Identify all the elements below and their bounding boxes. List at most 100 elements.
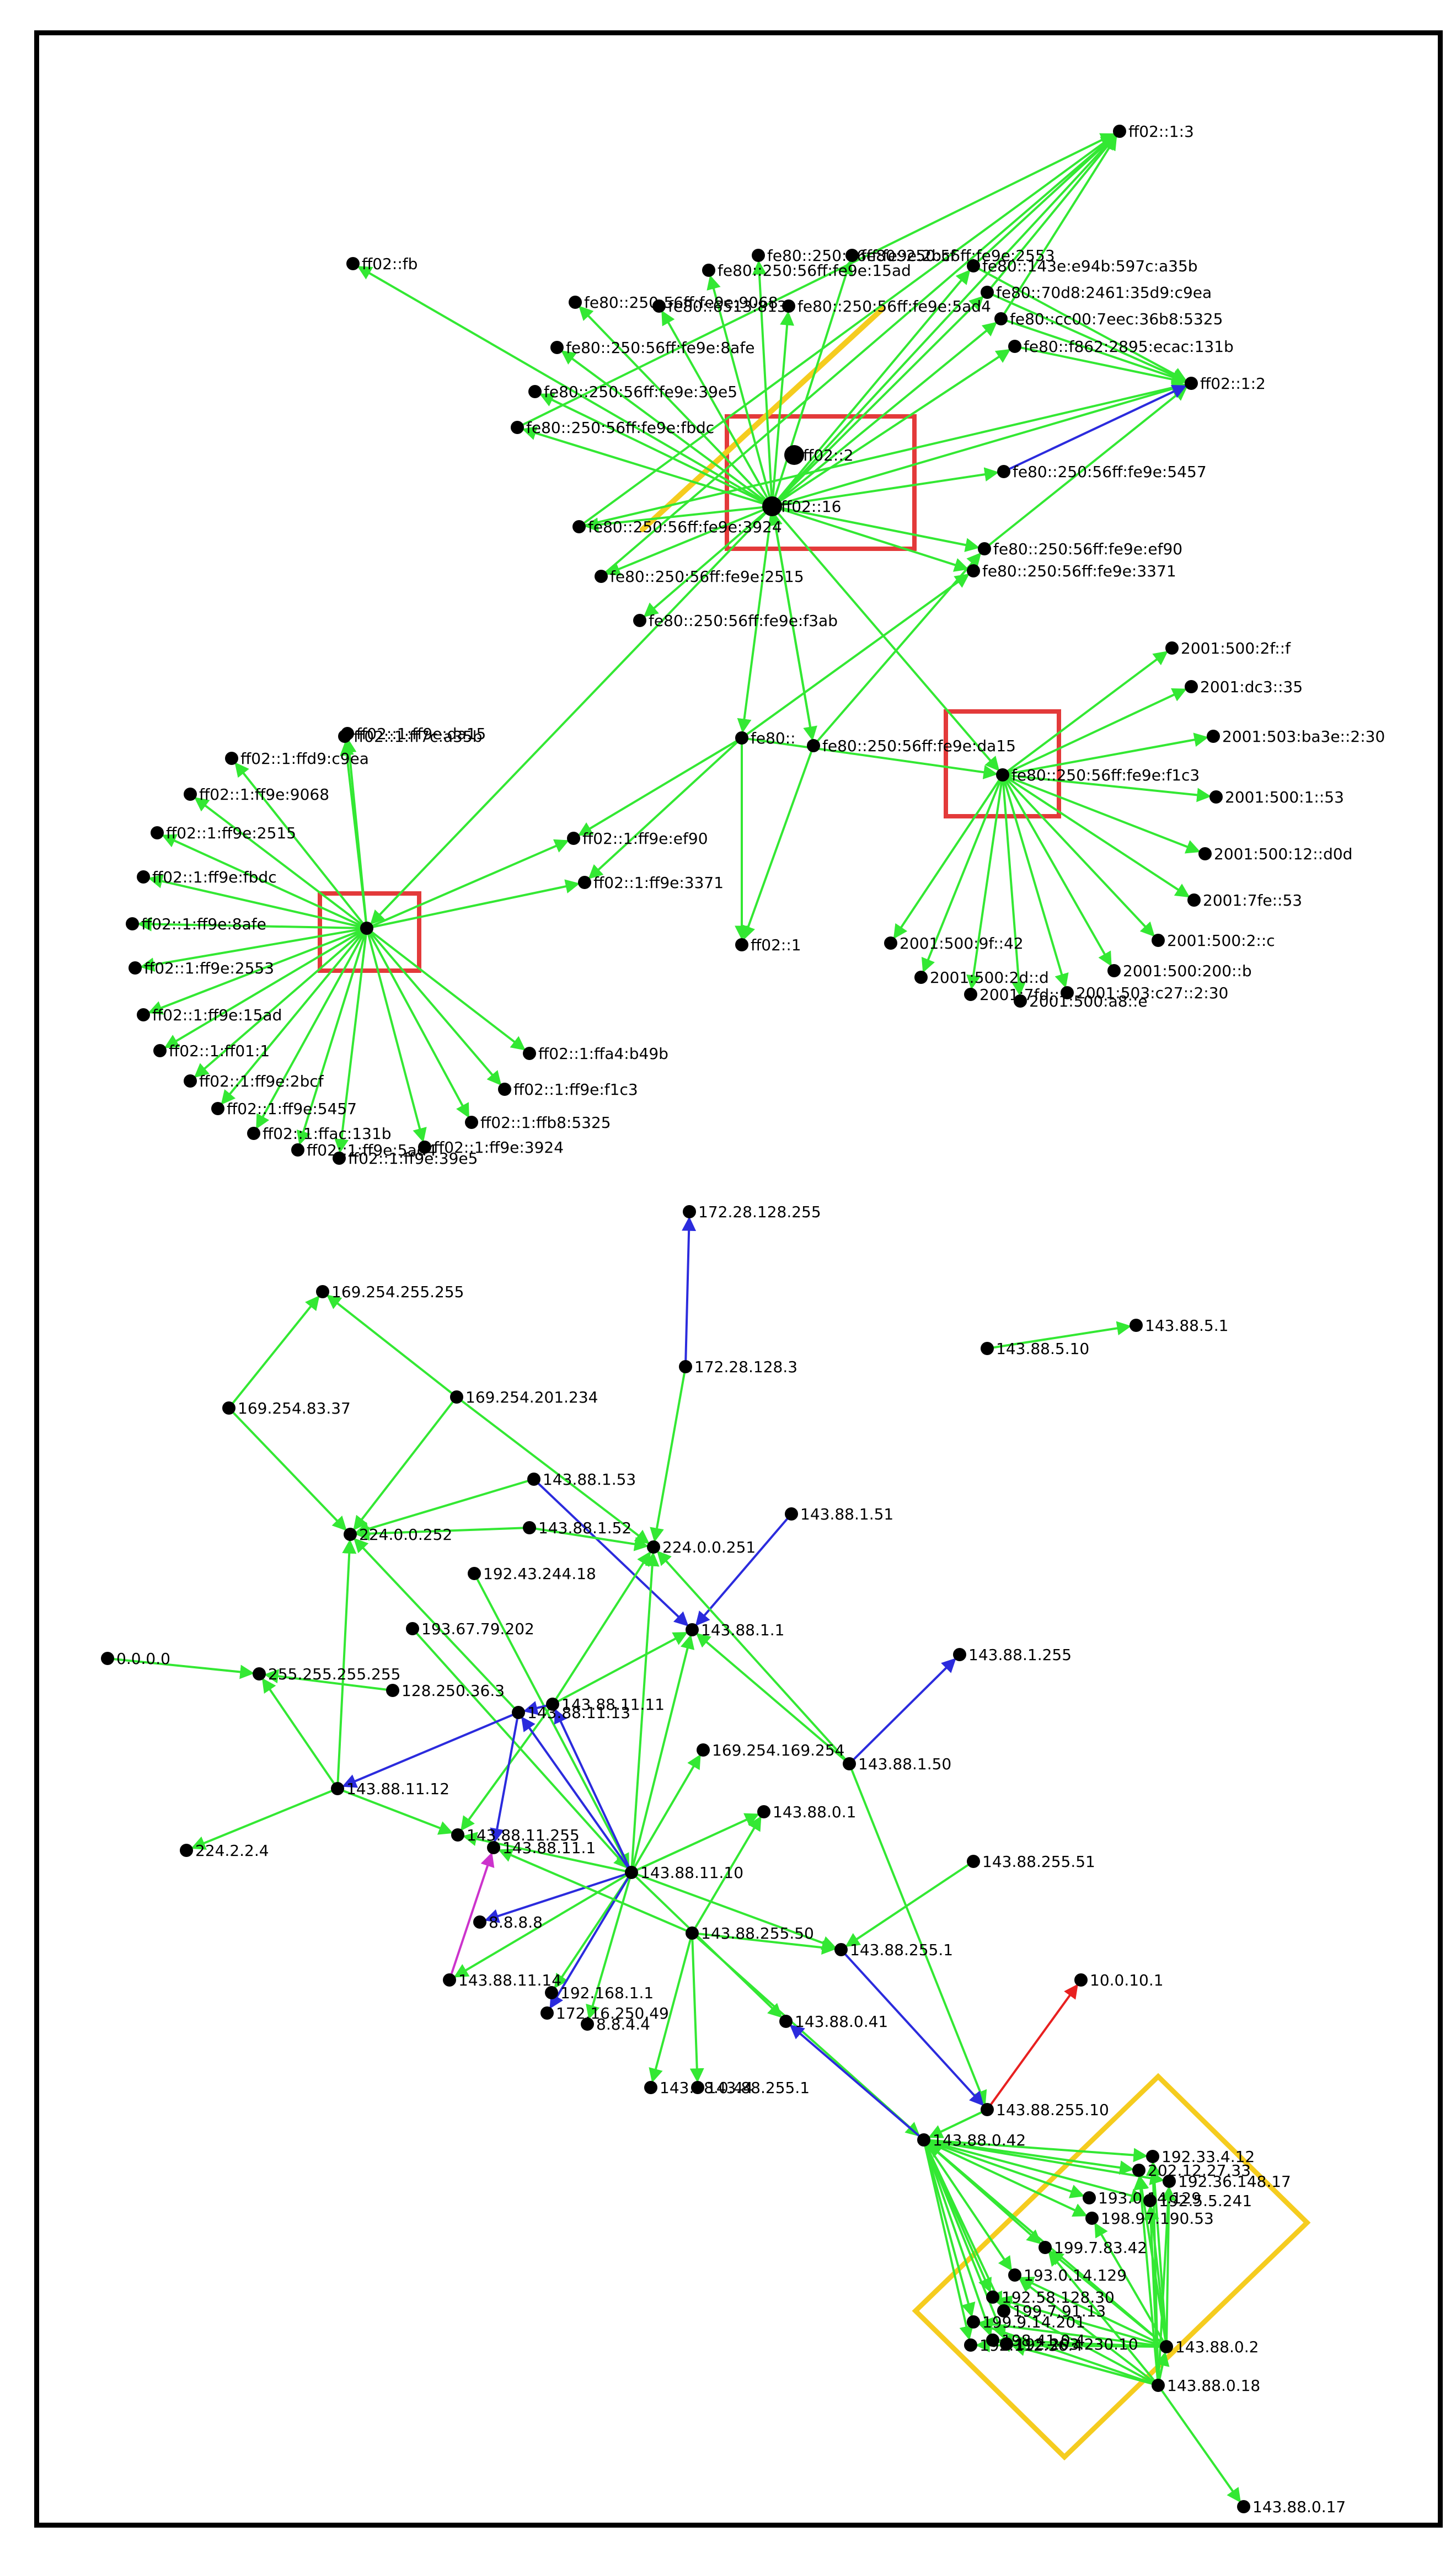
- node-ff02_15ad[interactable]: ff02::1:ff9e:15ad: [137, 1006, 282, 1024]
- node-n_199_7_91[interactable]: 199.7.91.13: [997, 2302, 1106, 2320]
- node-n_1_255[interactable]: 143.88.1.255: [953, 1646, 1072, 1664]
- node-v6_2d[interactable]: 2001:500:2d::d: [914, 968, 1049, 987]
- node-ff02_16[interactable]: ff02::16: [762, 496, 841, 516]
- node-fe80_2515[interactable]: fe80::250:56ff:fe9e:2515: [595, 568, 804, 586]
- node-n_0_18[interactable]: 143.88.0.18: [1152, 2377, 1260, 2395]
- node-n_172_3[interactable]: 172.28.128.3: [679, 1358, 797, 1376]
- node-n_172_16[interactable]: 172.16.250.49: [540, 2004, 669, 2022]
- node-n_1_53[interactable]: 143.88.1.53: [527, 1470, 636, 1489]
- node-n_255_51[interactable]: 143.88.255.51: [967, 1853, 1095, 1871]
- node-fe80_6513[interactable]: fe80::6513:813: [652, 297, 787, 315]
- node-ff02_ff01[interactable]: ff02::1:ff01:1: [153, 1042, 270, 1060]
- node-fe80_f3ab[interactable]: fe80::250:56ff:fe9e:f3ab: [633, 612, 838, 630]
- node-fe80_15ad[interactable]: fe80::250:56ff:fe9e:15ad: [702, 261, 911, 280]
- node-n_1_51[interactable]: 143.88.1.51: [785, 1505, 893, 1523]
- node-n_88_255_1[interactable]: 143.88.255.1: [691, 2079, 810, 2097]
- node-ff02_fb[interactable]: ff02::fb: [346, 255, 417, 273]
- node-n_193_0[interactable]: 193.0.14.129: [1008, 2266, 1127, 2284]
- node-fe80_f1c3[interactable]: fe80::250:56ff:fe9e:f1c3: [996, 766, 1200, 784]
- node-v6_7fe[interactable]: 2001:7fe::53: [1187, 891, 1302, 909]
- node-n_199_9[interactable]: 199.9.14.201: [967, 2313, 1085, 2331]
- node-n_255_1[interactable]: 143.88.255.1: [834, 1941, 953, 1959]
- node-n_192_58[interactable]: 192.58.128.30: [986, 2288, 1115, 2306]
- node-ff02_b49b[interactable]: ff02::1:ffa4:b49b: [523, 1045, 668, 1063]
- node-n_255_50[interactable]: 143.88.255.50: [686, 1924, 814, 1942]
- node-v6_500_2[interactable]: 2001:500:2::c: [1152, 932, 1275, 950]
- node-n_199_7[interactable]: 199.7.83.42: [1039, 2239, 1147, 2257]
- node-ff02_3924[interactable]: ff02::1:ff9e:3924: [418, 1138, 564, 1157]
- node-fe80_da15[interactable]: fe80::250:56ff:fe9e:da15: [807, 737, 1016, 755]
- node-v6_500_1[interactable]: 2001:500:1::53: [1209, 788, 1344, 806]
- node-n_11_255[interactable]: 143.88.11.255: [451, 1826, 580, 1844]
- node-v6_c27[interactable]: 2001:503:c27::2:30: [1061, 984, 1228, 1002]
- node-fe80_short[interactable]: fe80::: [735, 729, 796, 747]
- node-n_224_252[interactable]: 224.0.0.252: [344, 1526, 452, 1544]
- node-ff02_131b[interactable]: ff02::1:ffac:131b: [247, 1125, 392, 1143]
- node-fe80_ef90[interactable]: fe80::250:56ff:fe9e:ef90: [978, 540, 1182, 558]
- node-n_128_250[interactable]: 128.250.36.3: [386, 1682, 505, 1700]
- node-fe80_2553[interactable]: fe80::250:56ff:fe9e:2553: [845, 247, 1055, 265]
- node-ff02_1_local[interactable]: ff02::1: [735, 936, 801, 954]
- node-fe80_8afe[interactable]: fe80::250:56ff:fe9e:8afe: [550, 339, 754, 357]
- node-n_192_168[interactable]: 192.168.1.1: [545, 1984, 654, 2002]
- node-v6_503ba3e[interactable]: 2001:503:ba3e::2:30: [1207, 727, 1385, 746]
- node-fe80_3924[interactable]: fe80::250:56ff:fe9e:3924: [572, 518, 782, 536]
- node-ff02_39e5[interactable]: ff02::1:ff9e:39e5: [333, 1149, 478, 1168]
- node-hub[interactable]: [360, 922, 373, 935]
- node-n_224_2[interactable]: 224.2.2.4: [180, 1842, 269, 1860]
- node-n_193_c1[interactable]: 193.0.14.129: [1083, 2189, 1201, 2207]
- node-n_224_251[interactable]: 224.0.0.251: [647, 1538, 756, 1556]
- node-fe80_5325[interactable]: fe80::cc00:7eec:36b8:5325: [994, 310, 1223, 328]
- node-ff02_2515[interactable]: ff02::1:ff9e:2515: [151, 824, 296, 842]
- node-fe80_39e5[interactable]: fe80::250:56ff:fe9e:39e5: [528, 383, 737, 401]
- node-ff02_9068[interactable]: ff02::1:ff9e:9068: [184, 785, 329, 804]
- node-n_169_255[interactable]: 169.254.255.255: [316, 1283, 464, 1301]
- node-n_10_0[interactable]: 10.0.10.1: [1074, 1971, 1164, 1989]
- node-n_11_10[interactable]: 143.88.11.10: [625, 1864, 743, 1882]
- node-fe80_131b[interactable]: fe80::f862:2895:ecac:131b: [1008, 338, 1234, 356]
- node-n_192_203[interactable]: 192.203.230.10: [1000, 2335, 1138, 2353]
- node-n_0_1[interactable]: 143.88.0.1: [757, 1803, 856, 1821]
- node-fe80_a35b[interactable]: fe80::143e:e94b:597c:a35b: [967, 257, 1198, 275]
- node-fe80_2bcf[interactable]: fe80::250:56ff:fe9e:2bcf: [752, 247, 956, 265]
- node-ff02_da15[interactable]: ff02::1:ff9e:da15: [341, 725, 486, 743]
- node-n_192_5[interactable]: 192.5.5.241: [1143, 2192, 1252, 2210]
- node-fe80_9068[interactable]: fe80::250:56ff:fe9e:9068: [569, 293, 778, 312]
- node-n_8888[interactable]: 8.8.8.8: [473, 1913, 543, 1931]
- node-n_198_97[interactable]: 198.97.190.53: [1085, 2209, 1214, 2228]
- node-n_1_52[interactable]: 143.88.1.52: [523, 1519, 631, 1537]
- node-n_0_44[interactable]: 143.88.0.44: [644, 2079, 753, 2097]
- node-n_5_1[interactable]: 143.88.5.1: [1130, 1316, 1228, 1335]
- node-v6_500_200[interactable]: 2001:500:200::b: [1107, 962, 1252, 980]
- node-fe80_5ad4[interactable]: fe80::250:56ff:fe9e:5ad4: [782, 297, 991, 315]
- node-n_11_13[interactable]: 143.88.11.13: [512, 1704, 630, 1722]
- node-n_11_12[interactable]: 143.88.11.12: [331, 1780, 449, 1798]
- node-n_0_42[interactable]: 143.88.0.42: [917, 2131, 1026, 2149]
- node-ff02_ef90[interactable]: ff02::1:ff9e:ef90: [567, 829, 708, 848]
- node-n_192_33[interactable]: 192.33.4.12: [1146, 2148, 1255, 2166]
- node-ff02_f1c3[interactable]: ff02::1:ff9e:f1c3: [498, 1080, 638, 1099]
- node-fe80_fbdc[interactable]: fe80::250:56ff:fe9e:fbdc: [511, 419, 714, 437]
- node-fe80_3371[interactable]: fe80::250:56ff:fe9e:3371: [967, 562, 1176, 580]
- node-n_11_1[interactable]: 143.88.11.1: [487, 1839, 596, 1857]
- node-n_255_10[interactable]: 143.88.255.10: [981, 2101, 1109, 2119]
- node-ff02_5325[interactable]: ff02::1:ffb8:5325: [465, 1114, 611, 1132]
- node-ff02_2[interactable]: ff02::2: [784, 445, 854, 465]
- node-n_169_169[interactable]: 169.254.169.254: [697, 1741, 844, 1759]
- node-v6_9f[interactable]: 2001:500:9f::42: [884, 934, 1024, 952]
- node-fe80_c9ea[interactable]: fe80::70d8:2461:35d9:c9ea: [981, 283, 1212, 302]
- node-ff02_5ad4[interactable]: ff02::1:ff9e:5ad4: [291, 1141, 436, 1159]
- node-v6_dc3[interactable]: 2001:dc3::35: [1185, 678, 1303, 696]
- node-n_0_2[interactable]: 143.88.0.2: [1160, 2338, 1259, 2356]
- node-n_0_17[interactable]: 143.88.0.17: [1237, 2498, 1346, 2516]
- node-v6_2f[interactable]: 2001:500:2f::f: [1165, 639, 1291, 657]
- node-n_193_67[interactable]: 193.67.79.202: [406, 1620, 534, 1638]
- node-n_11_11[interactable]: 143.88.11.11: [546, 1695, 665, 1714]
- node-n_1_1[interactable]: 143.88.1.1: [686, 1621, 784, 1639]
- node-n_0000[interactable]: 0.0.0.0: [101, 1650, 170, 1668]
- node-n_bcast[interactable]: 255.255.255.255: [253, 1665, 400, 1683]
- node-v6_a8[interactable]: 2001:500:a8::e: [1014, 992, 1148, 1010]
- node-ff02_1_3[interactable]: ff02::1:3: [1113, 122, 1194, 141]
- node-n_169_201[interactable]: 169.254.201.234: [450, 1388, 598, 1406]
- node-n_8844[interactable]: 8.8.4.4: [581, 2015, 650, 2033]
